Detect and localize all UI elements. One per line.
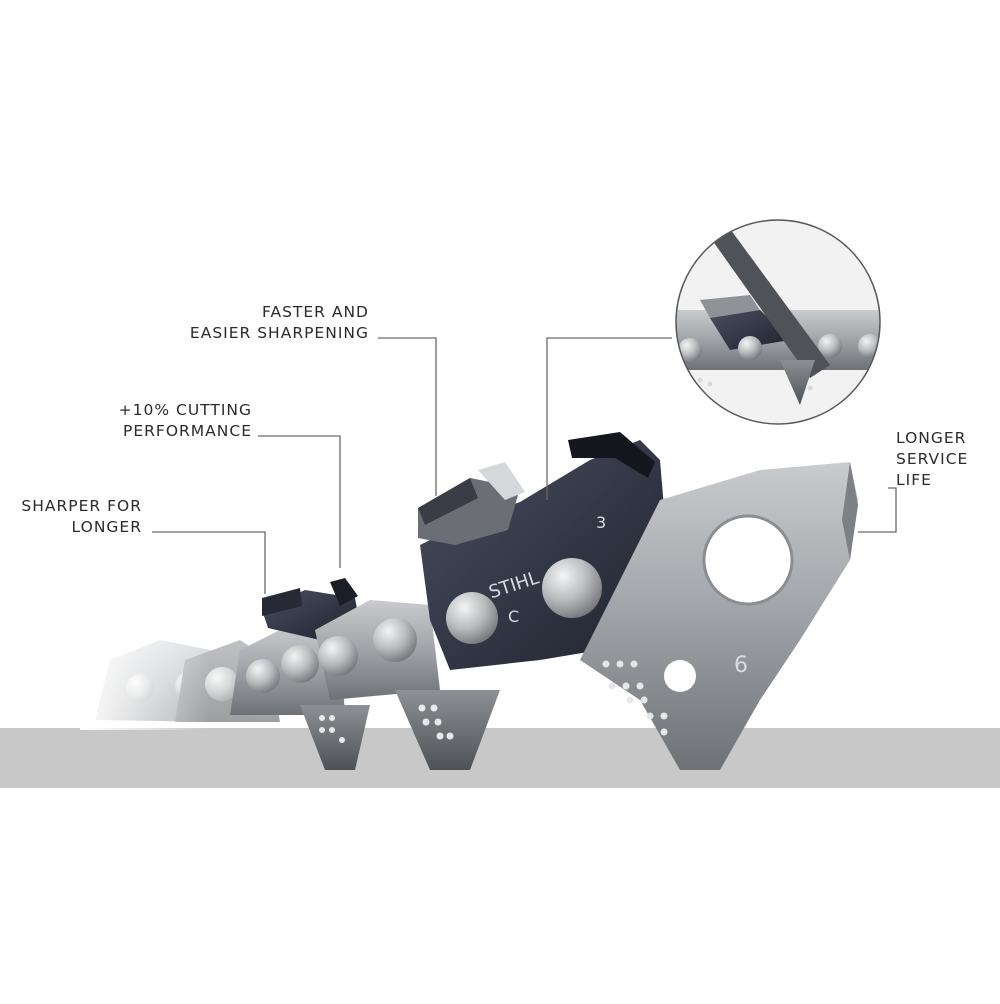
callout-line: SHARPER FOR bbox=[21, 497, 142, 515]
ground-plane bbox=[0, 728, 1000, 788]
callout-cutting-performance: +10% CUTTING PERFORMANCE bbox=[119, 400, 252, 442]
callout-longer-service-life: LONGER SERVICE LIFE bbox=[896, 428, 968, 491]
callout-line: SERVICE bbox=[896, 450, 969, 468]
cutter-number-stamp: 3 bbox=[596, 513, 606, 532]
front-tie-strap: 6 bbox=[580, 462, 858, 770]
callout-faster-sharpening: FASTER AND EASIER SHARPENING bbox=[190, 302, 369, 344]
cutter-code-stamp: C bbox=[508, 607, 519, 626]
link-number-stamp: 6 bbox=[734, 653, 748, 678]
middle-chain-links bbox=[230, 578, 500, 770]
sharpening-file-icon bbox=[705, 222, 830, 378]
callout-line: EASIER SHARPENING bbox=[189, 324, 369, 342]
callout-line: LIFE bbox=[896, 471, 932, 489]
callout-sharper-longer: SHARPER FOR LONGER bbox=[21, 496, 142, 538]
leader-lines bbox=[152, 337, 897, 594]
callout-line: FASTER AND bbox=[261, 303, 369, 321]
callout-line: PERFORMANCE bbox=[123, 422, 252, 440]
callout-line: LONGER bbox=[896, 429, 967, 447]
callout-line: +10% CUTTING bbox=[118, 401, 252, 419]
magnified-detail bbox=[675, 219, 881, 425]
callout-line: LONGER bbox=[71, 518, 142, 536]
